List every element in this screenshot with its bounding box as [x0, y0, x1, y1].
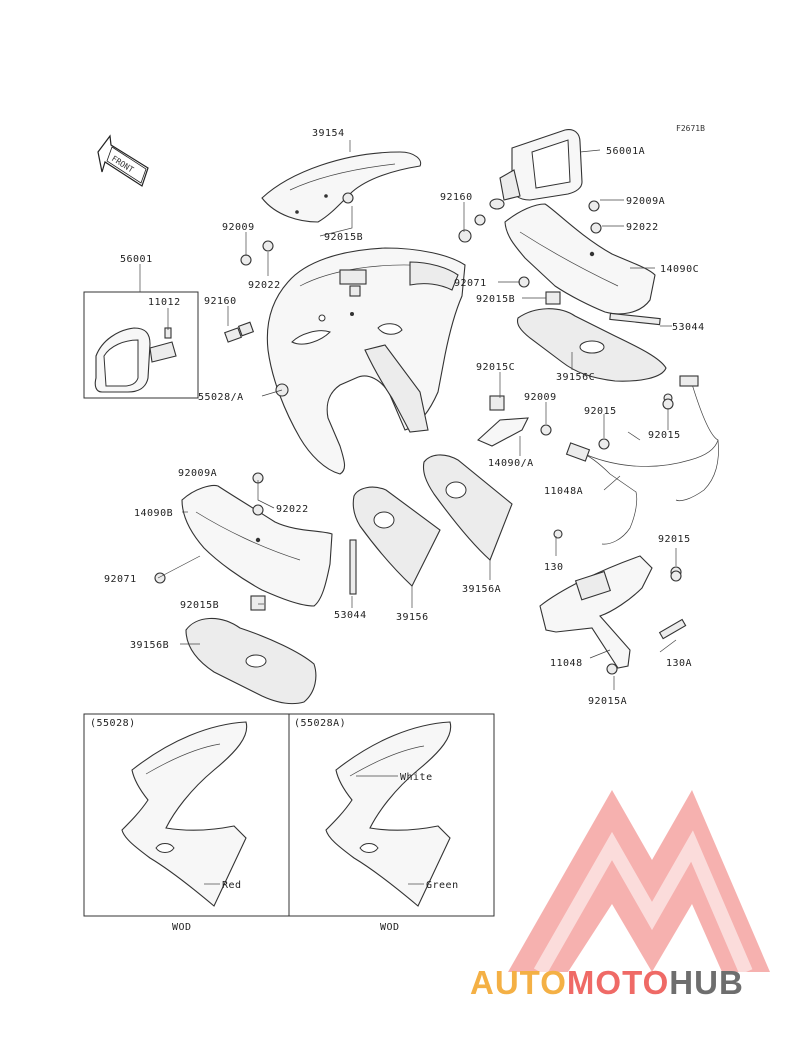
callout-92015A: 92015A — [588, 696, 627, 707]
callout-92015B-mid: 92015B — [324, 232, 363, 243]
callout-56001A: 56001A — [606, 146, 645, 157]
callout-92022-lower: 92022 — [276, 504, 309, 515]
bracket-11048 — [539, 555, 687, 675]
callout-53044-lower: 53044 — [334, 610, 367, 621]
callout-39154: 39154 — [312, 128, 345, 139]
inset-right-footer: WOD — [380, 922, 400, 933]
callout-92009A-upper: 92009A — [626, 196, 665, 207]
inner-panel-left — [181, 484, 333, 607]
windshield — [261, 151, 422, 223]
callout-14090C: 14090C — [660, 264, 699, 275]
callout-130A: 130A — [666, 658, 692, 669]
cover-39156 — [352, 486, 441, 587]
callout-130: 130 — [544, 562, 564, 573]
rod-53044 — [349, 539, 357, 595]
callout-39156A: 39156A — [462, 584, 501, 595]
inset-right-title: (55028A) — [294, 718, 346, 729]
callout-39156B: 39156B — [130, 640, 169, 651]
callout-92015C: 92015C — [476, 362, 515, 373]
bracket-11048A — [565, 375, 719, 545]
callout-92009A-lower: 92009A — [178, 468, 217, 479]
callout-92071-lower: 92071 — [104, 574, 137, 585]
inset-left-footer: WOD — [172, 922, 192, 933]
callout-92022-left: 92022 — [248, 280, 281, 291]
upper-cowl — [266, 247, 466, 475]
callout-92015-lower: 92015 — [658, 534, 691, 545]
front-arrow-icon: FRONT — [97, 134, 149, 187]
callout-92009-mid: 92009 — [524, 392, 557, 403]
callout-92015B-lower: 92015B — [180, 600, 219, 611]
watermark-part3: HUB — [669, 964, 744, 1001]
callout-92071-upper: 92071 — [454, 278, 487, 289]
inner-panel-right — [504, 203, 661, 326]
callout-11048A: 11048A — [544, 486, 583, 497]
callout-11012: 11012 — [148, 297, 181, 308]
inset-right-stripe-label: White — [400, 772, 433, 783]
callout-39156C: 39156C — [556, 372, 595, 383]
cover-39156C — [516, 308, 667, 382]
callout-92160-upper: 92160 — [440, 192, 473, 203]
inset-panels: (55028) Red WOD (55028A) White Green WOD — [83, 713, 495, 933]
figure-code: F2671B — [676, 124, 705, 133]
callout-14090A: 14090/A — [488, 458, 534, 469]
callout-14090B: 14090B — [134, 508, 173, 519]
inset-left-color-label: Red — [222, 880, 242, 891]
callout-11048: 11048 — [550, 658, 583, 669]
watermark-logo-icon — [508, 790, 770, 976]
callout-92015B-upper: 92015B — [476, 294, 515, 305]
mirror-left-box — [83, 291, 199, 399]
cover-39156B — [185, 617, 317, 705]
watermark-part1: AUTO — [470, 964, 567, 1001]
callout-53044-upper: 53044 — [672, 322, 705, 333]
inset-right-color-label: Green — [426, 880, 459, 891]
callout-39156: 39156 — [396, 612, 429, 623]
watermark-part2: MOTO — [567, 964, 669, 1001]
callout-92015-far: 92015 — [648, 430, 681, 441]
callout-92160-lower: 92160 — [204, 296, 237, 307]
mirror-right — [489, 129, 583, 210]
callout-55028A: 55028/A — [198, 392, 244, 403]
inset-left-title: (55028) — [90, 718, 136, 729]
cover-39156A — [422, 454, 513, 561]
callouts: 39154 56001A 92160 92009A 92022 14090C 9… — [104, 128, 705, 707]
fasteners — [154, 192, 682, 611]
leader-lines — [139, 140, 677, 690]
callout-92015-right: 92015 — [584, 406, 617, 417]
callout-56001: 56001 — [120, 254, 153, 265]
callout-92022-upper: 92022 — [626, 222, 659, 233]
watermark-text: AUTOMOTOHUB — [470, 964, 744, 1001]
callout-92009-left: 92009 — [222, 222, 255, 233]
